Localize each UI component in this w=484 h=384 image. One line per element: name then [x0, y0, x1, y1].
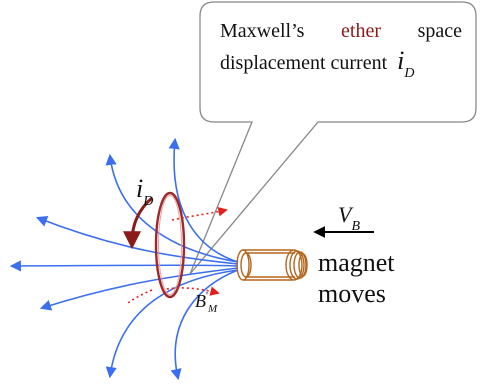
velocity-subscript: B: [351, 219, 361, 234]
current-direction-arrow: [123, 196, 153, 250]
callout-line-2: displacement current iD: [220, 44, 462, 83]
callout-word: Maxwell’s: [220, 20, 305, 42]
field-label: B'M: [195, 290, 217, 315]
callout-ether-word: ether: [341, 20, 381, 42]
callout-line-2-text: displacement current: [220, 52, 388, 74]
field-line: [170, 269, 239, 381]
field-line: [105, 269, 239, 379]
callout-line-1: Maxwell’s ether space: [220, 18, 462, 44]
field-prime: ': [206, 290, 208, 302]
current-subscript: D: [143, 194, 154, 209]
field-symbol: B: [195, 291, 206, 311]
induced-field-arrows: [127, 206, 228, 304]
callout-word: space: [417, 20, 462, 42]
dotted-arrow: [171, 206, 228, 221]
callout-symbol: i: [397, 46, 405, 75]
dotted-arrow: [127, 289, 153, 304]
velocity-label: VB: [338, 202, 360, 235]
field-line: [168, 137, 239, 263]
field-subscript: M: [207, 303, 218, 315]
current-symbol: i: [136, 174, 144, 203]
field-line: [35, 216, 239, 265]
dotted-arrow: [161, 286, 220, 296]
current-loop: [154, 191, 186, 299]
field-line: [39, 267, 239, 311]
magnet-caption-line-1: magnet: [318, 248, 395, 277]
velocity-symbol: V: [338, 202, 352, 227]
field-lines: [9, 137, 239, 381]
magnet-caption: magnet moves: [318, 247, 395, 309]
magnet-caption-line-2: moves: [318, 279, 386, 308]
current-label: iD: [136, 174, 153, 210]
magnet-coil: [236, 249, 308, 281]
field-line: [9, 260, 239, 272]
callout-subscript: D: [404, 66, 415, 81]
field-line: [105, 153, 239, 263]
callout-text: Maxwell’s ether space displacement curre…: [220, 18, 462, 83]
